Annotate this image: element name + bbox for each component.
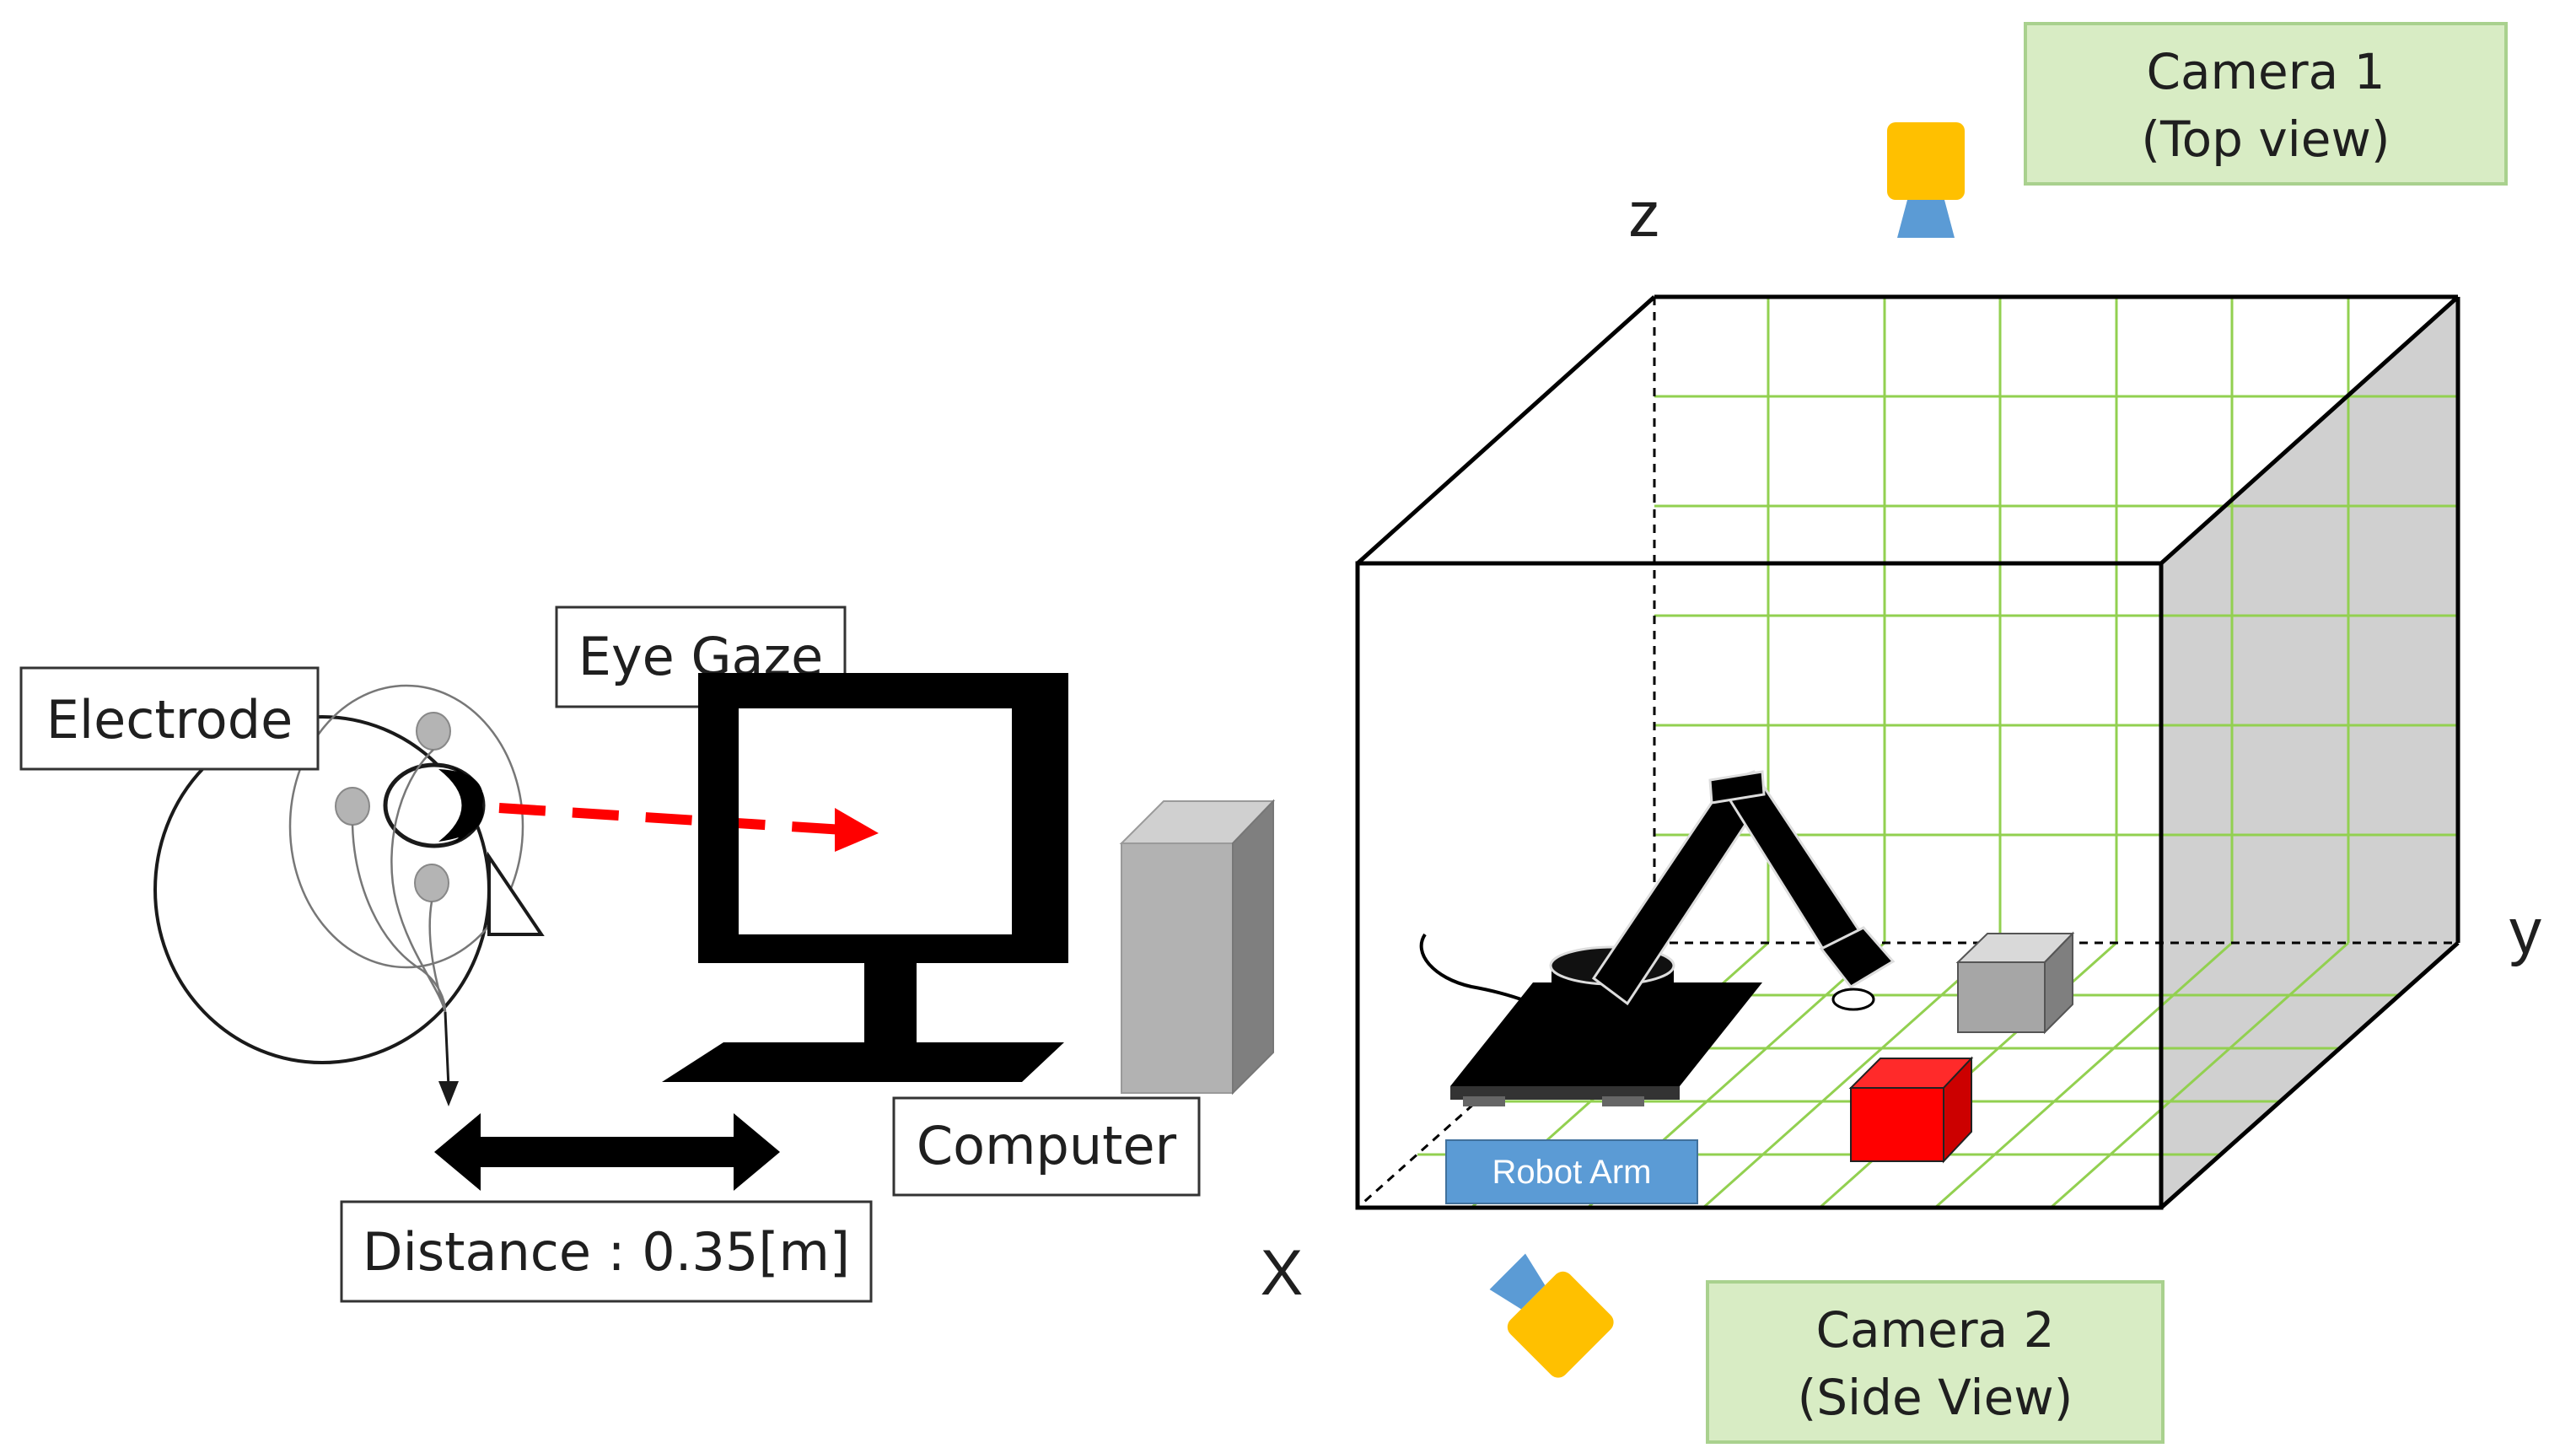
- workspace-box: [1355, 294, 2460, 1210]
- right-wall: [2161, 297, 2458, 1208]
- computer-tower-icon: [1119, 799, 1276, 1095]
- axis-x-label: X: [1261, 1237, 1304, 1309]
- red-cube: [1848, 1056, 1974, 1164]
- distance-text: Distance : 0.35[m]: [363, 1221, 850, 1283]
- robot-arm-text: Robot Arm: [1492, 1154, 1652, 1191]
- camera2-line2: (Side View): [1798, 1369, 2073, 1426]
- axis-y-label: y: [2509, 896, 2541, 967]
- camera-icon: [1489, 1253, 1614, 1378]
- camera2-label: Camera 2 (Side View): [1706, 1280, 2165, 1444]
- subject-head: [153, 684, 545, 1106]
- gaze-arrow: [498, 803, 879, 852]
- eye-icon: [383, 762, 486, 848]
- camera1-line2: (Top view): [2141, 110, 2390, 168]
- computer-label: Computer: [892, 1096, 1201, 1197]
- camera2-line1: Camera 2: [1816, 1301, 2055, 1359]
- gray-cube: [1955, 931, 2075, 1035]
- monitor-icon: [662, 673, 1068, 1082]
- camera1-line1: Camera 1: [2147, 43, 2385, 100]
- nose-icon: [487, 851, 545, 936]
- camera-icon: [1887, 122, 1965, 238]
- electrode-label: Electrode: [19, 666, 320, 771]
- distance-label: Distance : 0.35[m]: [340, 1200, 873, 1303]
- robot-arm-label: Robot Arm: [1445, 1139, 1698, 1204]
- robot-arm-icon: [1419, 770, 1896, 1106]
- electrode-text: Electrode: [46, 689, 293, 751]
- double-arrow-icon: [434, 1113, 780, 1191]
- computer-text: Computer: [917, 1115, 1177, 1176]
- axis-z-label: z: [1628, 179, 1660, 250]
- camera1-label: Camera 1 (Top view): [2024, 22, 2508, 186]
